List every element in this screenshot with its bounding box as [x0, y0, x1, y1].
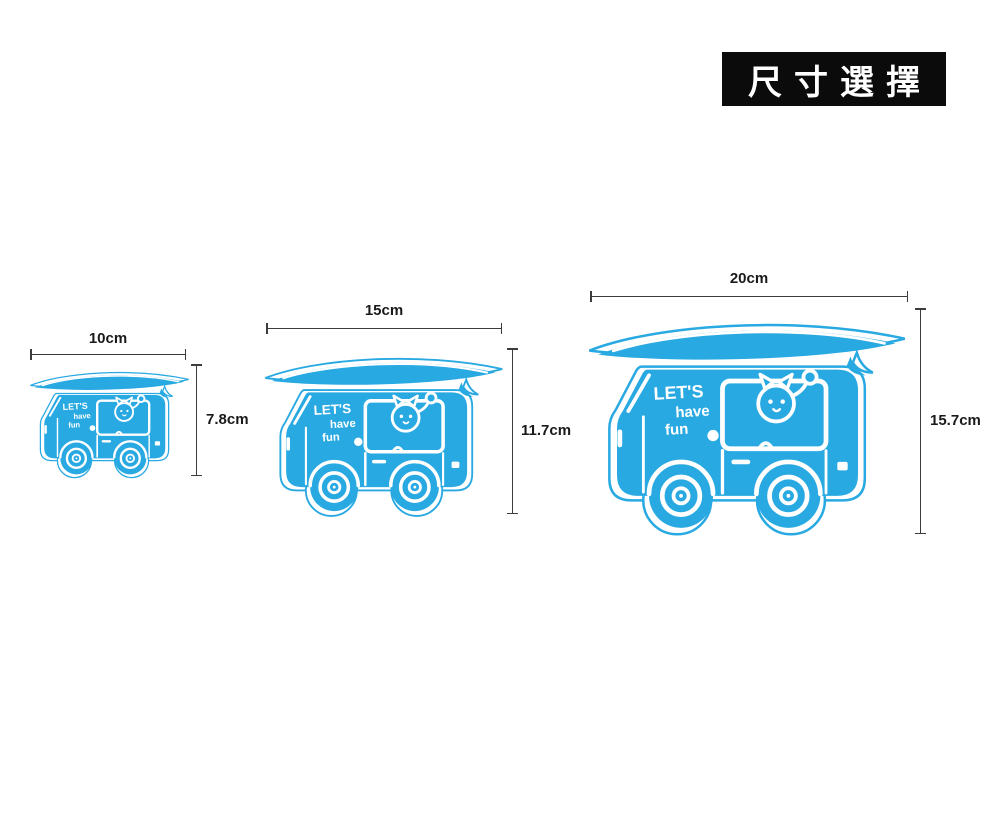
size-option-small: 10cm 7.8cm: [20, 330, 249, 500]
height-dimension-line: [915, 308, 926, 534]
height-dimension-line: [191, 364, 202, 476]
width-dimension-line: [266, 323, 502, 334]
height-label: 7.8cm: [206, 411, 249, 428]
title-badge-text: 尺寸選擇: [748, 64, 932, 102]
height-dimension-line: [507, 348, 518, 514]
size-option-medium: 15cm 11.7cm: [255, 302, 595, 537]
width-label: 10cm: [88, 330, 128, 347]
height-label: 11.7cm: [521, 422, 572, 439]
width-label: 20cm: [729, 270, 769, 287]
height-label: 15.7cm: [930, 412, 981, 429]
width-label: 15cm: [364, 302, 404, 319]
width-dimension-line: [30, 349, 186, 360]
width-dimension-line: [590, 291, 908, 302]
camper-van-sticker-small: [28, 360, 190, 481]
title-badge: 尺寸選擇: [722, 52, 946, 106]
size-option-large: 20cm 15.7cm: [580, 270, 1000, 560]
camper-van-sticker-large: [585, 300, 907, 541]
camper-van-sticker-medium: [262, 340, 504, 521]
